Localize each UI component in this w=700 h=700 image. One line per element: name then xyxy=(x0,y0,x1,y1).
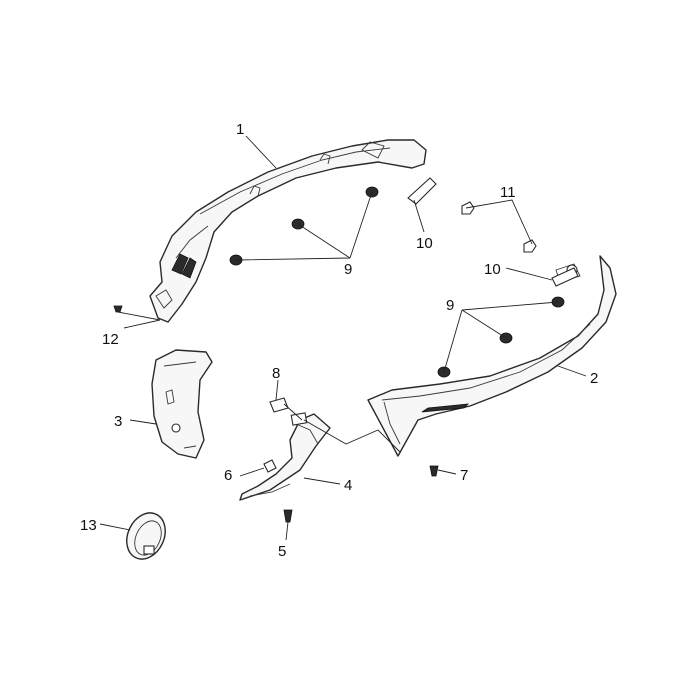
part-4-bracket xyxy=(239,412,331,501)
leader-lines xyxy=(99,135,587,541)
callout-9b: 9 xyxy=(446,297,454,314)
callout-12: 12 xyxy=(102,331,119,348)
callout-3: 3 xyxy=(114,413,122,430)
callout-9a: 9 xyxy=(344,261,352,278)
grommets xyxy=(229,186,565,378)
callout-1: 1 xyxy=(236,121,244,138)
part-3-inner-panel xyxy=(151,349,213,459)
callout-4: 4 xyxy=(344,477,352,494)
callout-2: 2 xyxy=(590,370,598,387)
callout-7: 7 xyxy=(460,467,468,484)
callout-labels: 1 2 3 4 5 6 7 8 9 9 10 10 11 12 13 xyxy=(80,121,598,560)
small-hardware xyxy=(113,305,439,523)
callout-10b: 10 xyxy=(484,261,501,278)
callout-6: 6 xyxy=(224,467,232,484)
callout-8: 8 xyxy=(272,365,280,382)
callout-13: 13 xyxy=(80,517,97,534)
part-13-round-cap xyxy=(126,512,166,560)
callout-5: 5 xyxy=(278,543,286,560)
callout-11: 11 xyxy=(500,184,516,201)
part-2-lower-side-cover xyxy=(367,255,617,457)
clips-and-nuts xyxy=(407,177,579,287)
callout-10a: 10 xyxy=(416,235,433,252)
part-1-upper-side-cover xyxy=(149,139,427,323)
